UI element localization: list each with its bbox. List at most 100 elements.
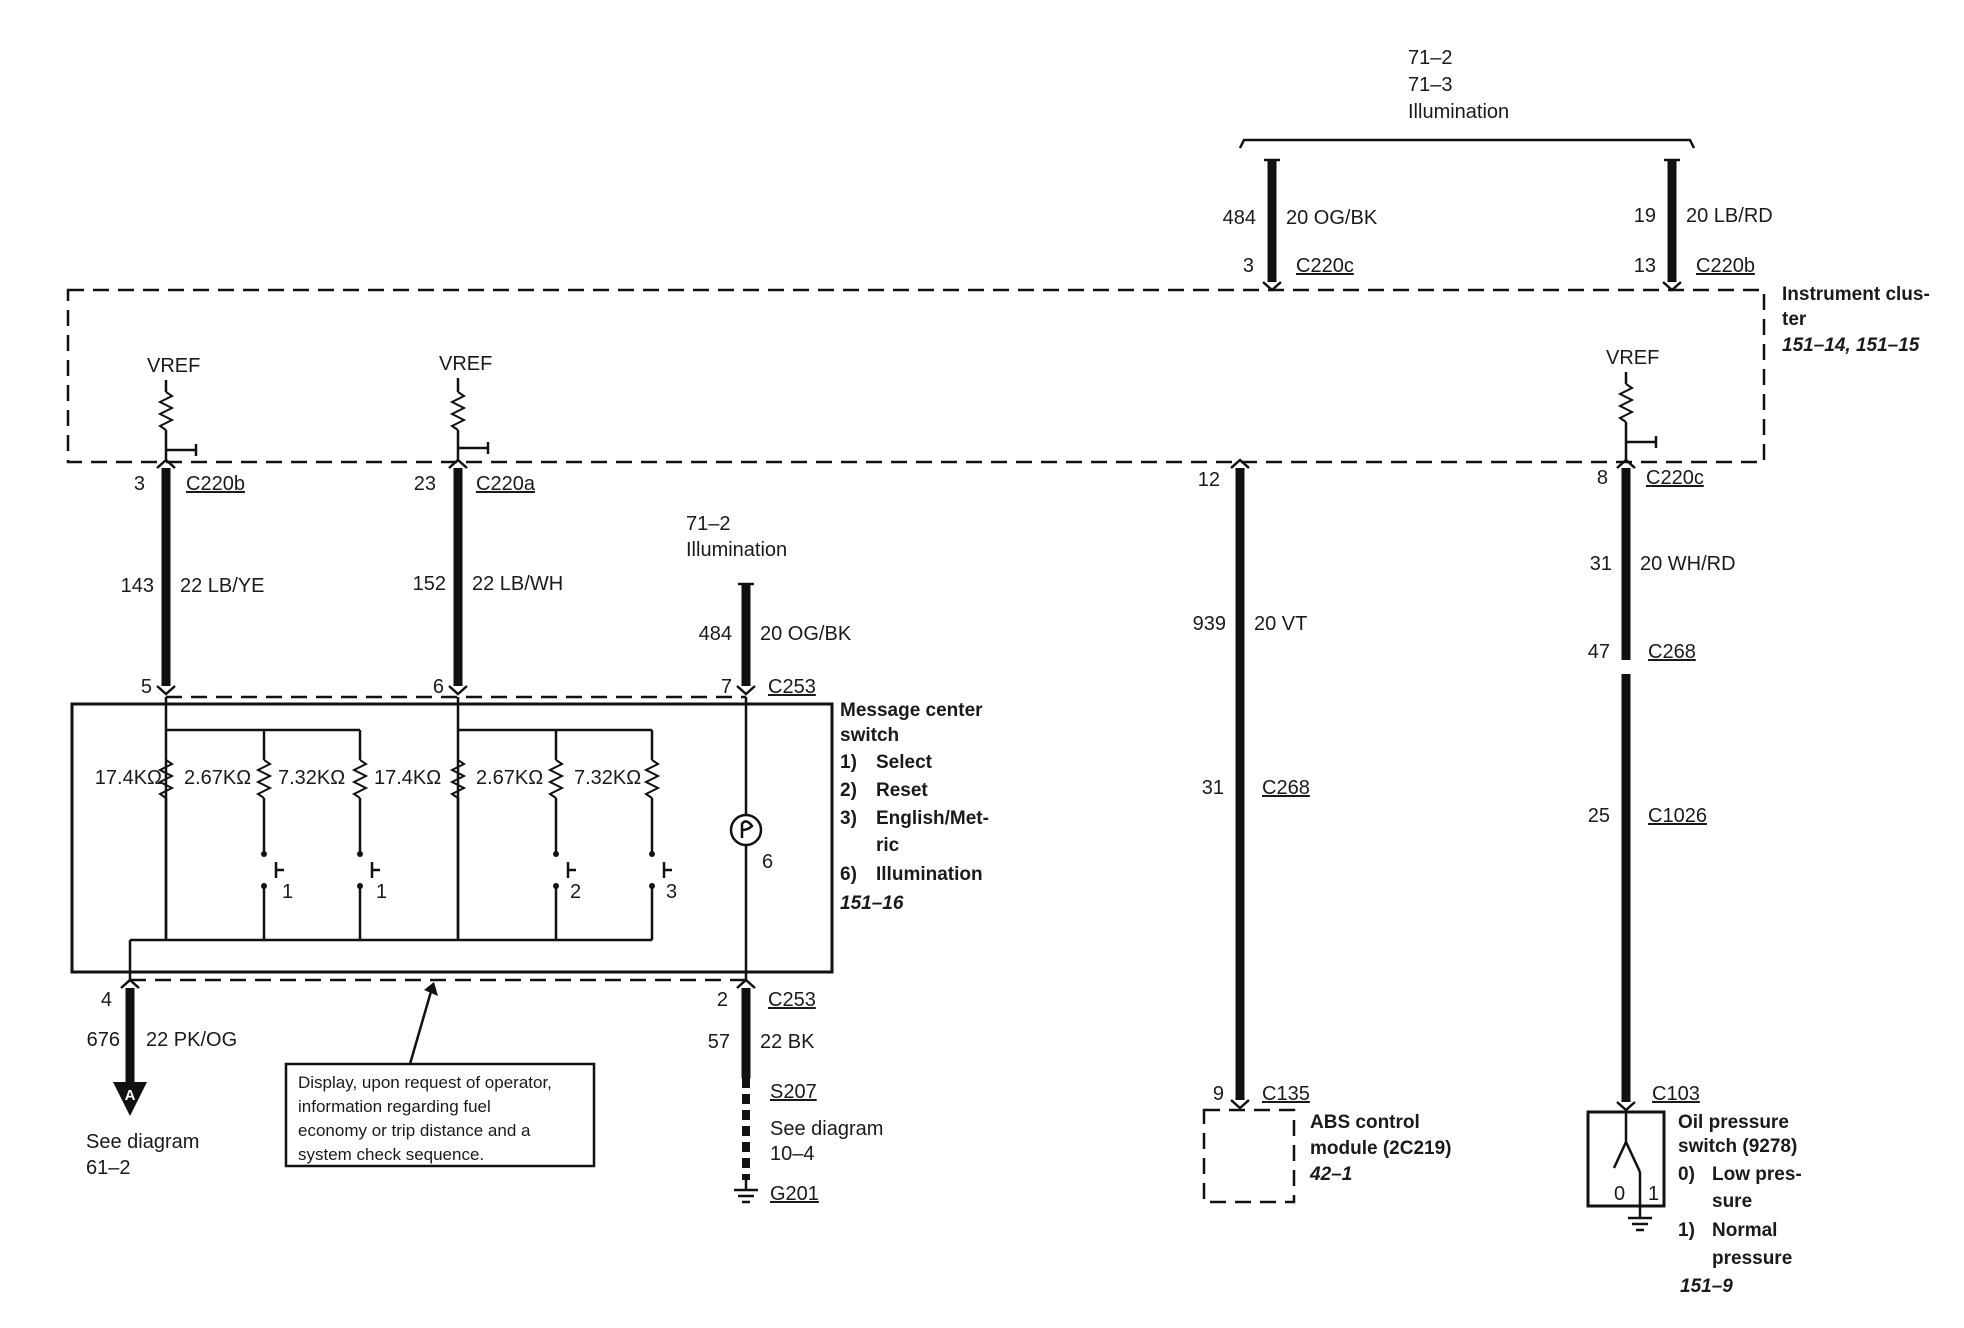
wire-939-gauge: 20 VT bbox=[1254, 613, 1307, 635]
wire-152-circuit: 152 bbox=[413, 573, 446, 595]
ic-right-gauge: 20 LB/RD bbox=[1686, 205, 1773, 227]
wire-57-splice: S207 bbox=[770, 1081, 817, 1103]
wire-676-pin-marker bbox=[120, 978, 140, 989]
note-pointer-arrowhead bbox=[424, 982, 438, 996]
switch-title-2: switch bbox=[840, 725, 899, 746]
vref-label-3: VREF bbox=[1606, 347, 1659, 369]
wire-31-c1026: C1026 bbox=[1648, 805, 1707, 827]
oil-s0-text-b: sure bbox=[1712, 1191, 1752, 1212]
oil-s1-text-a: Normal bbox=[1712, 1220, 1777, 1241]
wire-57-gauge: 22 BK bbox=[760, 1031, 815, 1053]
wire-57-see[interactable]: See diagram bbox=[770, 1118, 883, 1140]
wire-939-end-pin: 9 bbox=[1213, 1083, 1224, 1105]
pushbutton-icon-3 bbox=[662, 862, 672, 878]
oil-line-2: switch (9278) bbox=[1678, 1136, 1797, 1157]
wire-31-gauge: 20 WH/RD bbox=[1640, 553, 1736, 575]
resistor-icon-5 bbox=[547, 759, 565, 799]
wire-676-see-ref[interactable]: 61–2 bbox=[86, 1157, 131, 1179]
wire-57-connector: C253 bbox=[768, 989, 816, 1011]
ground-icon-oil bbox=[1628, 1216, 1652, 1232]
wire-31-circuit: 31 bbox=[1590, 553, 1612, 575]
wire-31-c1026-pin: 25 bbox=[1588, 805, 1610, 827]
wire-31-pin: 8 bbox=[1597, 467, 1608, 489]
note-line-4: system check sequence. bbox=[298, 1145, 484, 1164]
oil-ref: 151–9 bbox=[1680, 1276, 1733, 1297]
resistor-icon-1 bbox=[157, 759, 175, 799]
top-feed-ref2: 71–3 bbox=[1408, 74, 1453, 96]
vref-label-1: VREF bbox=[147, 355, 200, 377]
oil-switch-pos-0: 0 bbox=[1614, 1183, 1625, 1205]
top-feed-label: Illumination bbox=[1408, 101, 1509, 123]
oil-s0-text-a: Low pres- bbox=[1712, 1164, 1802, 1185]
oil-switch-contact-0 bbox=[1612, 1141, 1628, 1169]
resistor-icon-2 bbox=[255, 759, 273, 799]
wire-57-see-ref[interactable]: 10–4 bbox=[770, 1143, 815, 1165]
wire-939-mid-connector: C268 bbox=[1262, 777, 1310, 799]
ic-right-pin: 13 bbox=[1634, 255, 1656, 277]
ground-icon-g201 bbox=[734, 1188, 758, 1204]
wire-676-see[interactable]: See diagram bbox=[86, 1131, 199, 1153]
wire-939-end-connector: C135 bbox=[1262, 1083, 1310, 1105]
wire-152-pin: 23 bbox=[414, 473, 436, 495]
pushbutton-icon-2 bbox=[566, 862, 576, 878]
ic-left-connector: C220c bbox=[1296, 255, 1354, 277]
wire-939-top-pin-marker bbox=[1230, 458, 1250, 469]
abs-ref: 42–1 bbox=[1309, 1164, 1352, 1185]
lamp-number: 6 bbox=[762, 851, 773, 873]
switch-item-text-2: Reset bbox=[876, 780, 928, 801]
wire-676-gauge: 22 PK/OG bbox=[146, 1029, 237, 1051]
wire-152-gauge: 22 LB/WH bbox=[472, 573, 563, 595]
wire-152-bottom-pin-marker bbox=[448, 685, 468, 696]
wire-143-circuit: 143 bbox=[121, 575, 154, 597]
oil-s0-num: 0) bbox=[1678, 1164, 1695, 1185]
wire-57-pin-marker bbox=[736, 978, 756, 989]
oil-s1-text-b: pressure bbox=[1712, 1248, 1792, 1269]
pushbutton-icon-1a bbox=[274, 862, 284, 878]
switch-item-text-3: English/Met- bbox=[876, 808, 989, 829]
ic-right-circuit: 19 bbox=[1634, 205, 1656, 227]
top-feed-bracket bbox=[1238, 138, 1696, 149]
wire-143-connector: C220b bbox=[186, 473, 245, 495]
switch-item-num-2: 2) bbox=[840, 780, 857, 801]
wire-31-end-connector: C103 bbox=[1652, 1083, 1700, 1105]
switch-1a-contact-top bbox=[261, 851, 267, 857]
switch-title-1: Message center bbox=[840, 700, 983, 721]
oil-switch-pos-1: 1 bbox=[1648, 1183, 1659, 1205]
resistor-label-4: 17.4KΩ bbox=[374, 767, 441, 789]
switch-item-text-1: Select bbox=[876, 752, 933, 773]
illum-feed-label: Illumination bbox=[686, 539, 787, 561]
resistor-label-1: 17.4KΩ bbox=[95, 767, 162, 789]
pushbutton-icon-1b bbox=[370, 862, 380, 878]
abs-module-box bbox=[1202, 1108, 1296, 1204]
pullup-resistor-icon-2 bbox=[449, 391, 467, 431]
note-pointer bbox=[408, 987, 434, 1065]
switch-2-contact-top bbox=[553, 851, 559, 857]
wire-143-pin: 3 bbox=[134, 473, 145, 495]
wire-152-top-pin-marker bbox=[448, 458, 468, 469]
resistor-label-2: 2.67KΩ bbox=[184, 767, 251, 789]
abs-line-1: ABS control bbox=[1310, 1112, 1420, 1133]
switch-item-num-1: 1) bbox=[840, 752, 857, 773]
wire-31-c268: C268 bbox=[1648, 641, 1696, 663]
switch-ref: 151–16 bbox=[840, 893, 904, 914]
ic-right-connector: C220b bbox=[1696, 255, 1755, 277]
top-feed-ref1: 71–2 bbox=[1408, 47, 1453, 69]
wire-152-connector: C220a bbox=[476, 473, 536, 495]
arrow-a-icon bbox=[113, 1082, 147, 1116]
illum-feed-gauge: 20 OG/BK bbox=[760, 623, 852, 645]
resistor-icon-6 bbox=[643, 759, 661, 799]
wire-152-switch-pin: 6 bbox=[433, 676, 444, 698]
ic-left-gauge: 20 OG/BK bbox=[1286, 207, 1378, 229]
instrument-cluster-ref: 151–14, 151–15 bbox=[1782, 335, 1920, 356]
illum-feed-connector: C253 bbox=[768, 676, 816, 698]
message-center-switch-box bbox=[70, 702, 834, 974]
ic-left-pin: 3 bbox=[1243, 255, 1254, 277]
wire-143-top-pin-marker bbox=[156, 458, 176, 469]
vref-label-2: VREF bbox=[439, 353, 492, 375]
wire-57-ground: G201 bbox=[770, 1183, 819, 1205]
arrow-a-letter: A bbox=[125, 1087, 136, 1104]
resistor-label-5: 2.67KΩ bbox=[476, 767, 543, 789]
note-box bbox=[284, 1062, 596, 1168]
switch-num-1b: 1 bbox=[376, 881, 387, 903]
